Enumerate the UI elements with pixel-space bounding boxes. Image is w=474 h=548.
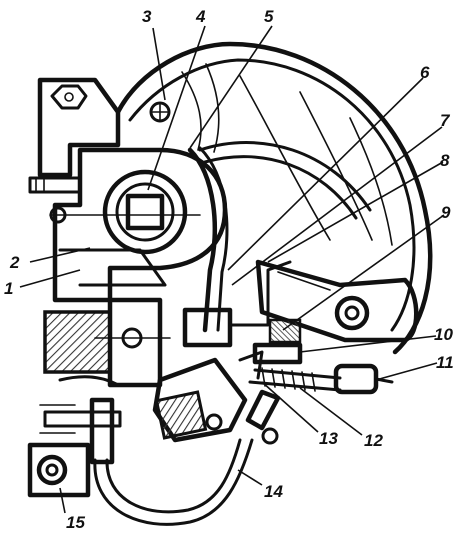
callout-labels: 3 4 5 6 7 8 9 10 11 12 13 14 15 2 1 <box>4 7 454 532</box>
square-shaft <box>125 193 165 231</box>
bolt <box>28 176 82 194</box>
flexible-shunt <box>89 389 281 526</box>
callout-11: 11 <box>436 353 454 372</box>
callout-10: 10 <box>434 325 453 344</box>
hex-nut <box>50 84 88 110</box>
callout-3: 3 <box>142 7 152 26</box>
magnet-coil <box>43 297 171 388</box>
callout-7: 7 <box>440 111 451 130</box>
main-shaft-hub <box>102 169 188 255</box>
lever-frame <box>49 147 228 303</box>
top-bracket <box>28 77 121 194</box>
adjusting-screw-head <box>333 363 379 395</box>
pivot-pin <box>49 206 67 224</box>
terminal-nut <box>36 454 68 486</box>
arc-chute-housing <box>115 41 433 355</box>
callout-5: 5 <box>264 7 274 26</box>
fixed-contact-assembly <box>248 318 394 395</box>
lower-arc-block <box>152 350 264 443</box>
callout-4: 4 <box>195 7 206 26</box>
lever-pivot <box>334 295 370 331</box>
leader-lines <box>19 25 445 514</box>
right-lever <box>255 259 419 343</box>
terminal-bracket <box>27 375 122 498</box>
housing-screw <box>149 101 171 123</box>
callout-13: 13 <box>319 429 338 448</box>
callout-15: 15 <box>66 513 85 532</box>
callout-6: 6 <box>420 63 430 82</box>
callout-9: 9 <box>441 203 451 222</box>
callout-2: 2 <box>9 253 20 272</box>
callout-8: 8 <box>440 151 450 170</box>
callout-12: 12 <box>364 431 383 450</box>
callout-14: 14 <box>264 482 283 501</box>
callout-1: 1 <box>4 279 13 298</box>
